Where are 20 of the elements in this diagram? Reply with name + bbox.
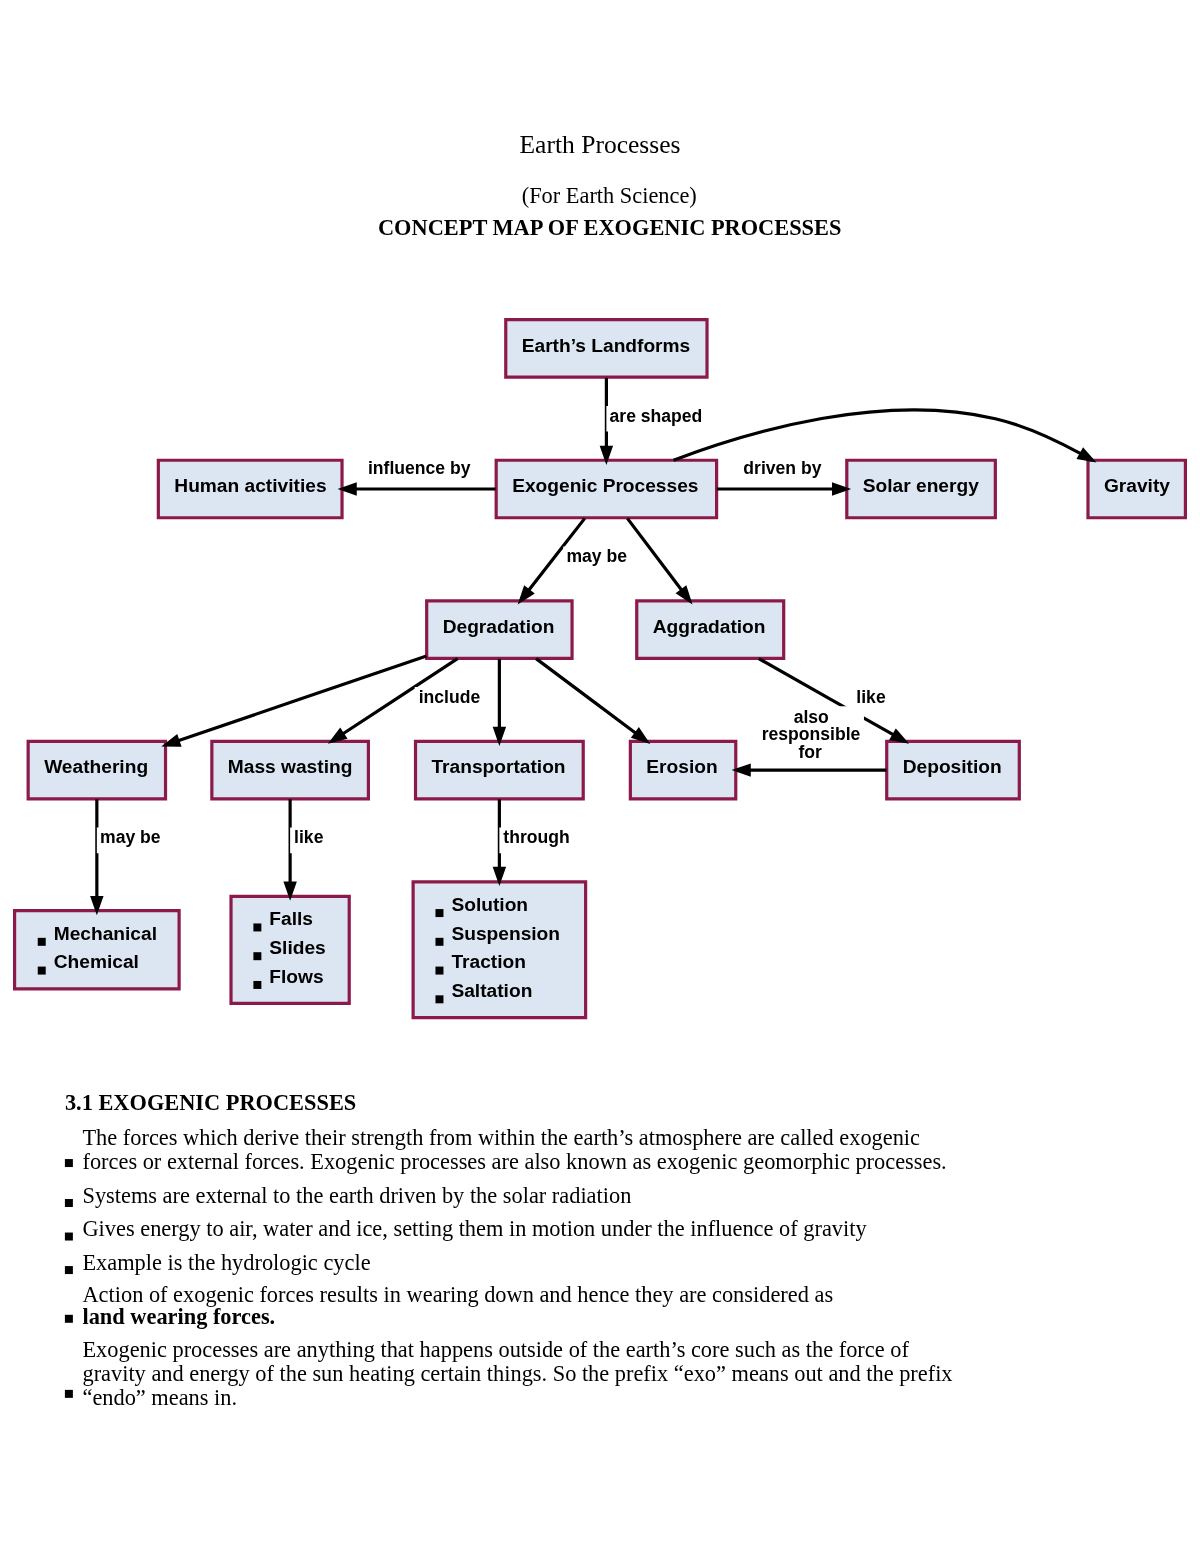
label: The forces which derive their strength from within the earth’s atmosphere are called exogenic forces or external forces. Exogenic processes are also known as exogenic geomorphic processes. <box>82 1125 947 1174</box>
edge-label: driven by <box>743 458 822 479</box>
edge-label: may be <box>566 546 627 567</box>
edge-label: also responsible for <box>761 706 861 762</box>
label: Gives energy to air, water and ice, setting them in motion under the influence of gravity <box>82 1216 867 1242</box>
diagram-title: Earth Processes <box>519 130 681 160</box>
label: Exogenic processes are anything that happens outside of the earth’s core such as the force of gravity and energy of the sun heating certain things. So the prefix “exo” means out and the prefix “endo” means in. <box>82 1337 953 1411</box>
label: 3.1 EXOGENIC PROCESSES <box>64 1089 357 1115</box>
edge-label: like <box>294 827 324 848</box>
label: Action of exogenic forces results in wearing down and hence they are considered as land wearing forces. <box>82 1281 834 1329</box>
label: Systems are external to the earth driven by the solar radiation <box>82 1182 632 1208</box>
edge-label: like <box>856 686 886 707</box>
edge-label: are shaped <box>609 405 703 426</box>
label: Example is the hydrologic cycle <box>82 1249 371 1275</box>
label: (For Earth Science) <box>521 183 697 209</box>
edge-label: influence by <box>367 458 471 479</box>
edge-label: through <box>503 827 570 848</box>
edge-label: include <box>418 686 481 707</box>
edge-label: may be <box>100 827 161 848</box>
label: CONCEPT MAP OF EXOGENIC PROCESSES <box>377 215 842 241</box>
